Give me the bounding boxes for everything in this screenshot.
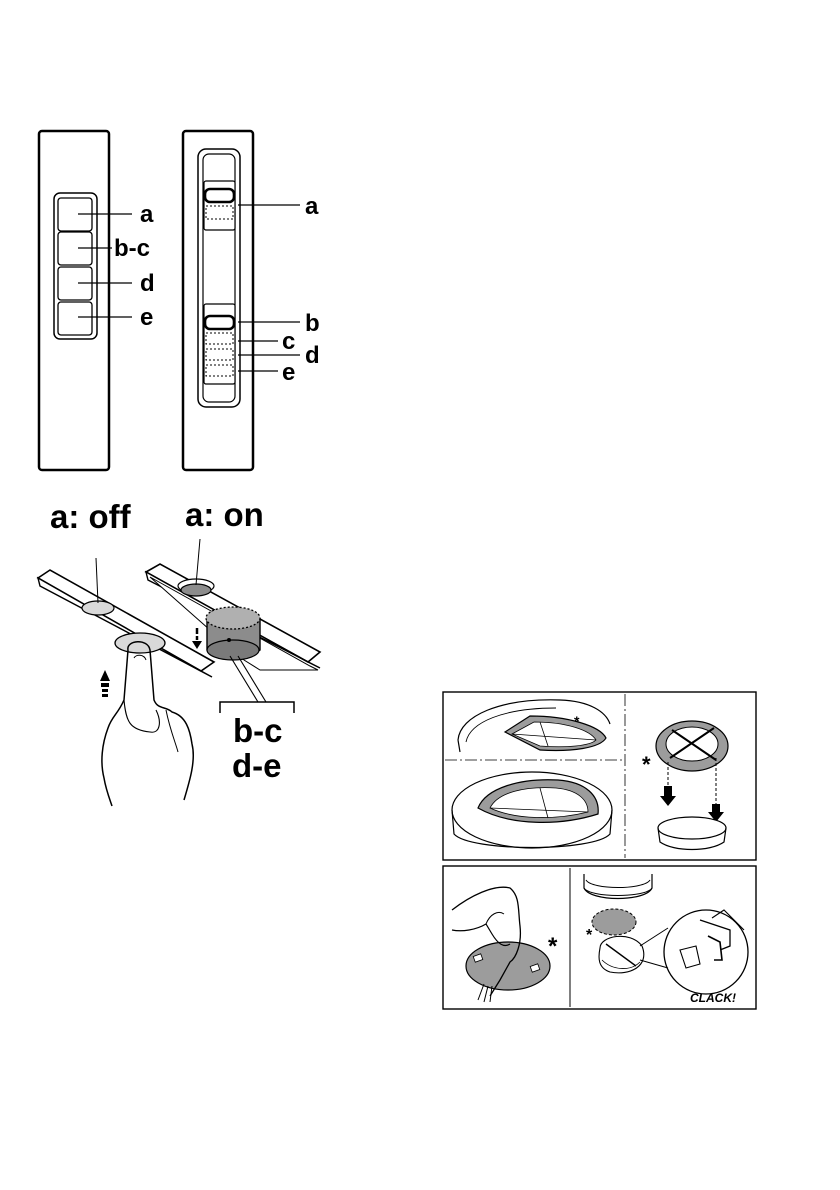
label-c-slider: c	[282, 328, 295, 355]
label-b-c: b-c	[114, 235, 150, 262]
asterisk-4: *	[586, 927, 593, 944]
asterisk-1: *	[574, 713, 580, 729]
asterisk-2: *	[642, 752, 651, 777]
label-a-slider: a	[305, 193, 319, 220]
asterisk-3: *	[548, 933, 558, 960]
filter-installation-figure: * *	[443, 692, 756, 860]
label-a: a	[140, 201, 154, 228]
control-panel-buttons: a b-c d e	[39, 131, 155, 470]
switch-states-illustration: a: off a: on	[38, 496, 320, 806]
label-d: d	[140, 270, 155, 297]
slider-b-e[interactable]	[204, 304, 235, 384]
label-a-on: a: on	[185, 496, 264, 533]
button-e[interactable]	[58, 302, 92, 335]
label-e-slider: e	[282, 359, 295, 386]
label-e: e	[140, 304, 153, 331]
label-group-1: b-c	[233, 712, 283, 749]
label-group-2: d-e	[232, 747, 282, 784]
label-d-slider: d	[305, 342, 320, 369]
label-a-off: a: off	[50, 498, 132, 535]
filter-removal-figure: * * CLACK!	[443, 866, 756, 1009]
label-b-slider: b	[305, 310, 320, 337]
control-panel-sliders: a b c d e	[183, 131, 320, 470]
slider-a[interactable]	[204, 181, 235, 230]
clack-label: CLACK!	[690, 991, 736, 1005]
